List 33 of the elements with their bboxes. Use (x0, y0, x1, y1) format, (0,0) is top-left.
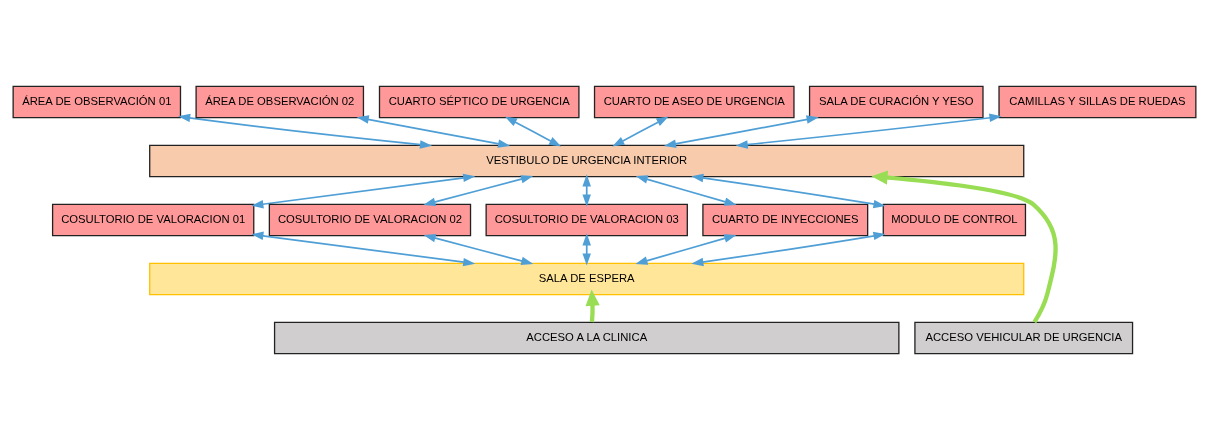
node-box: COSULTORIO DE VALORACION 03 (485, 203, 688, 236)
arrow (582, 232, 591, 266)
arrow (691, 173, 886, 208)
arrow (178, 113, 433, 149)
arrow (735, 113, 1002, 149)
arrow (251, 173, 476, 208)
arrow (663, 114, 819, 148)
node-box: ÁREA DE OBSERVACIÓN 01 (12, 85, 182, 118)
arrow (612, 116, 669, 147)
node-box: CUARTO SÉPTICO DE URGENCIA (378, 85, 580, 118)
node-box: CUARTO DE ASEO DE URGENCIA (593, 85, 795, 118)
node-box: ÁREA DE OBSERVACIÓN 02 (195, 85, 365, 118)
arrow (691, 231, 886, 266)
arrow (423, 233, 534, 265)
node-box: MODULO DE CONTROL (882, 203, 1027, 236)
arrow (582, 173, 591, 207)
node-box: ACCESO A LA CLINICA (273, 321, 900, 354)
node-box: CUARTO DE INYECCIONES (702, 203, 869, 236)
node-box: COSULTORIO DE VALORACION 02 (268, 203, 472, 236)
arrow (423, 174, 534, 206)
arrow (635, 233, 737, 265)
arrow (251, 231, 476, 266)
arrow (871, 170, 1058, 323)
node-box: SALA DE ESPERA (149, 262, 1025, 295)
node-box: COSULTORIO DE VALORACION 01 (51, 203, 255, 236)
node-box: VESTIBULO DE URGENCIA INTERIOR (149, 144, 1025, 177)
node-box: CAMILLAS Y SILLAS DE RUEDAS (998, 85, 1197, 118)
node-box: ACCESO VEHICULAR DE URGENCIA (914, 321, 1134, 354)
arrow (356, 114, 511, 148)
arrow (585, 288, 600, 322)
arrow (504, 116, 562, 147)
arrow (635, 174, 737, 206)
node-box: SALA DE CURACIÓN Y YESO (808, 85, 984, 118)
